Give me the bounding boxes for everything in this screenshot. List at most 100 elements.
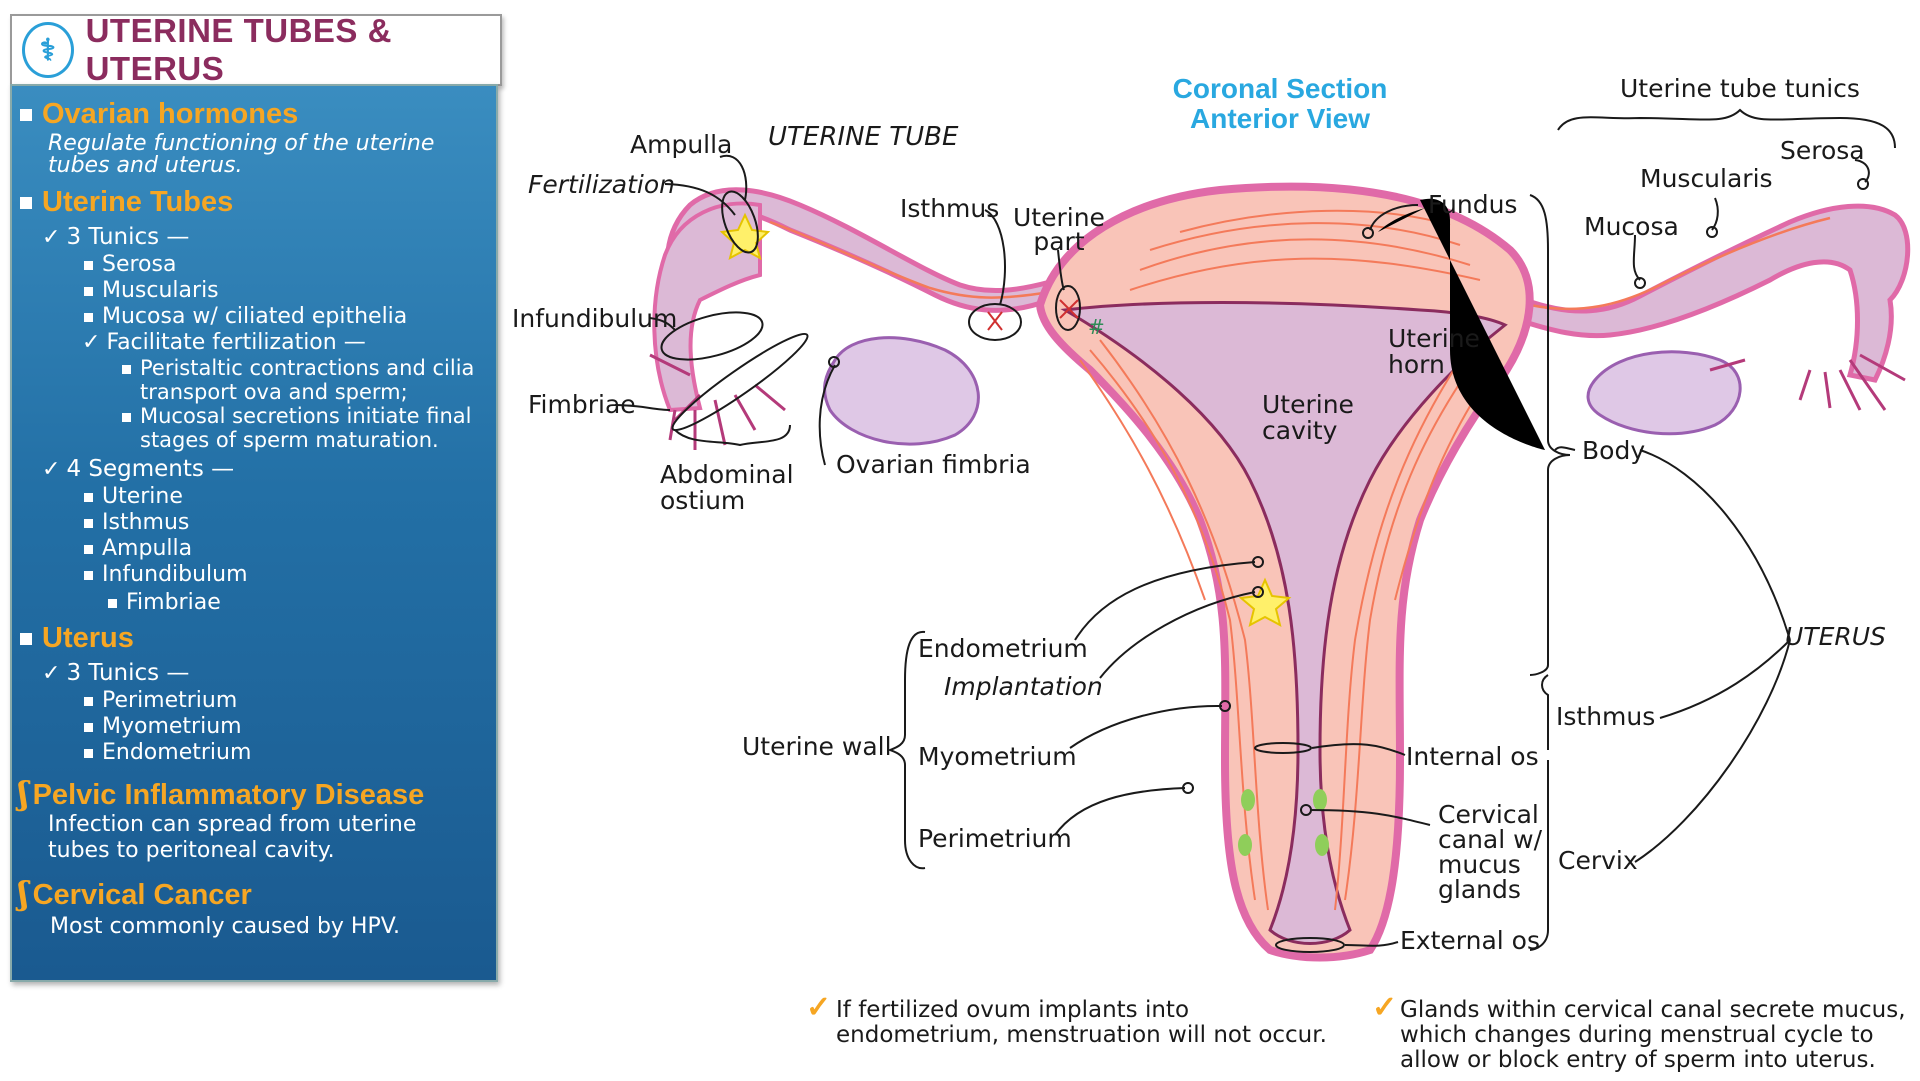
section-title-line-2: Anterior View <box>1190 103 1370 134</box>
right-tube-lumen <box>1529 216 1831 311</box>
ovarian-hormones-heading: Ovarian hormones <box>20 98 298 131</box>
section-title: Coronal Section Anterior View <box>1160 74 1400 134</box>
check-icon: ✓ <box>806 991 832 1024</box>
segments-item: ✓4 Segments — <box>42 456 235 482</box>
tunics-title-label: Uterine tube tunics <box>1620 74 1860 103</box>
perimetrium-item: Perimetrium <box>84 688 237 713</box>
bullet-icon <box>108 598 117 608</box>
cervical-canal-label: Cervical canal w/ mucus glands <box>1438 800 1542 904</box>
serosa-label: Serosa <box>1780 136 1865 165</box>
bullet-icon <box>84 748 93 758</box>
bullet-icon <box>84 260 93 270</box>
cancer-desc: Most commonly caused by HPV. <box>50 914 400 939</box>
uterine-part-label: Uterine part <box>1013 203 1105 256</box>
seg-uterine: Uterine <box>84 484 183 509</box>
perimetrium-label: Perimetrium <box>918 824 1072 853</box>
external-os-ring <box>1275 937 1345 953</box>
check-icon: ✓ <box>1372 991 1398 1024</box>
uterus-label: UTERUS <box>1785 622 1886 651</box>
pid-desc-1: Infection can spread from uterine <box>48 812 417 837</box>
check-icon: ✓ <box>82 330 101 355</box>
muscularis-label: Muscularis <box>1640 164 1773 193</box>
uterine-cavity-label: Uterine cavity <box>1262 390 1354 445</box>
mucus-gland <box>1315 834 1329 856</box>
mucus-gland <box>1241 789 1255 811</box>
implantation-label: Implantation <box>944 672 1103 701</box>
bullet-icon <box>20 197 32 210</box>
muscularis-item: Muscularis <box>84 278 219 303</box>
mucus-gland <box>1238 834 1252 856</box>
peristaltic-item: Peristaltic contractions and cilia <box>122 356 474 380</box>
check-icon: ✓ <box>42 661 61 686</box>
ovarian-fimbria-label: Ovarian fimbria <box>836 450 1031 479</box>
uterine-part-ring <box>1055 285 1081 331</box>
isthmus-label: Isthmus <box>900 194 1000 223</box>
isthmus-right-label: Isthmus <box>1556 702 1656 731</box>
check-icon: ✓ <box>42 225 61 250</box>
bullet-icon <box>84 570 93 580</box>
abdominal-ostium-label: Abdominal ostium <box>660 460 794 515</box>
section-title-line-1: Coronal Section <box>1172 73 1388 104</box>
tunics-item: ✓3 Tunics — <box>42 224 190 250</box>
uterine-horn-label: Uterine horn <box>1388 324 1480 379</box>
cross-icon <box>987 311 1003 331</box>
check-icon: ✓ <box>42 457 61 482</box>
seg-infundibulum: Infundibulum <box>84 562 248 587</box>
hook-icon: ʃ <box>18 774 29 812</box>
bullet-icon <box>84 518 93 528</box>
bullet-icon <box>84 312 93 322</box>
uterine-tube-title: UTERINE TUBE <box>768 122 959 152</box>
right-fimbriae <box>1709 353 1906 411</box>
uterine-tubes-heading: Uterine Tubes <box>20 186 233 219</box>
infundibulum-label: Infundibulum <box>512 304 678 333</box>
endometrium-label: Endometrium <box>918 634 1088 663</box>
uterus-heading: Uterus <box>20 622 134 655</box>
seg-isthmus: Isthmus <box>84 510 189 535</box>
bullet-icon <box>122 412 131 422</box>
caduceus-icon: ⚕ <box>22 22 74 78</box>
bullet-icon <box>84 544 93 554</box>
cervix-label: Cervix <box>1558 846 1638 875</box>
fimbriae-label: Fimbriae <box>528 390 636 419</box>
hash-icon: # <box>1088 315 1105 339</box>
summary-panel: Ovarian hormones Regulate functioning of… <box>10 84 498 982</box>
myometrium-label: Myometrium <box>918 742 1077 771</box>
internal-os-ring <box>1254 742 1312 754</box>
note-cervical-glands: Glands within cervical canal secrete muc… <box>1400 997 1906 1073</box>
seg-fimbriae: Fimbriae <box>108 590 221 615</box>
mucosa-label: Mucosa <box>1584 212 1679 241</box>
fundus-label: Fundus <box>1428 190 1518 219</box>
mucosal-item-2: stages of sperm maturation. <box>140 428 439 452</box>
page-title: UTERINE TUBES & UTERUS <box>85 12 392 87</box>
ovarian-desc-2: tubes and uterus. <box>48 153 243 178</box>
internal-os-label: Internal os <box>1406 742 1539 771</box>
mucus-gland <box>1313 789 1327 811</box>
uterine-wall-label: Uterine wall <box>742 732 892 761</box>
bullet-icon <box>84 492 93 502</box>
hook-icon: ʃ <box>18 874 29 912</box>
bullet-icon <box>122 364 131 374</box>
star-icon <box>1238 577 1292 627</box>
serosa-item: Serosa <box>84 252 176 277</box>
left-ovary <box>823 336 980 446</box>
bullet-icon <box>20 109 32 122</box>
mucosa-item: Mucosa w/ ciliated epithelia <box>84 304 407 329</box>
body-label: Body <box>1582 436 1646 465</box>
bullet-icon <box>84 722 93 732</box>
myometrium-item: Myometrium <box>84 714 242 739</box>
note-implantation: If fertilized ovum implants into endomet… <box>836 997 1327 1048</box>
right-ovary <box>1586 350 1742 436</box>
bullet-icon <box>20 633 32 646</box>
mucosal-item: Mucosal secretions initiate final <box>122 404 471 428</box>
ovarian-desc-1: Regulate functioning of the uterine <box>48 131 435 156</box>
bullet-icon <box>84 696 93 706</box>
facilitate-item: ✓Facilitate fertilization — <box>82 330 366 355</box>
title-box: ⚕ UTERINE TUBES & UTERUS <box>10 12 502 87</box>
fertilization-label: Fertilization <box>528 170 676 199</box>
ampulla-label: Ampulla <box>630 130 733 159</box>
external-os-label: External os <box>1400 926 1540 955</box>
seg-ampulla: Ampulla <box>84 536 192 561</box>
